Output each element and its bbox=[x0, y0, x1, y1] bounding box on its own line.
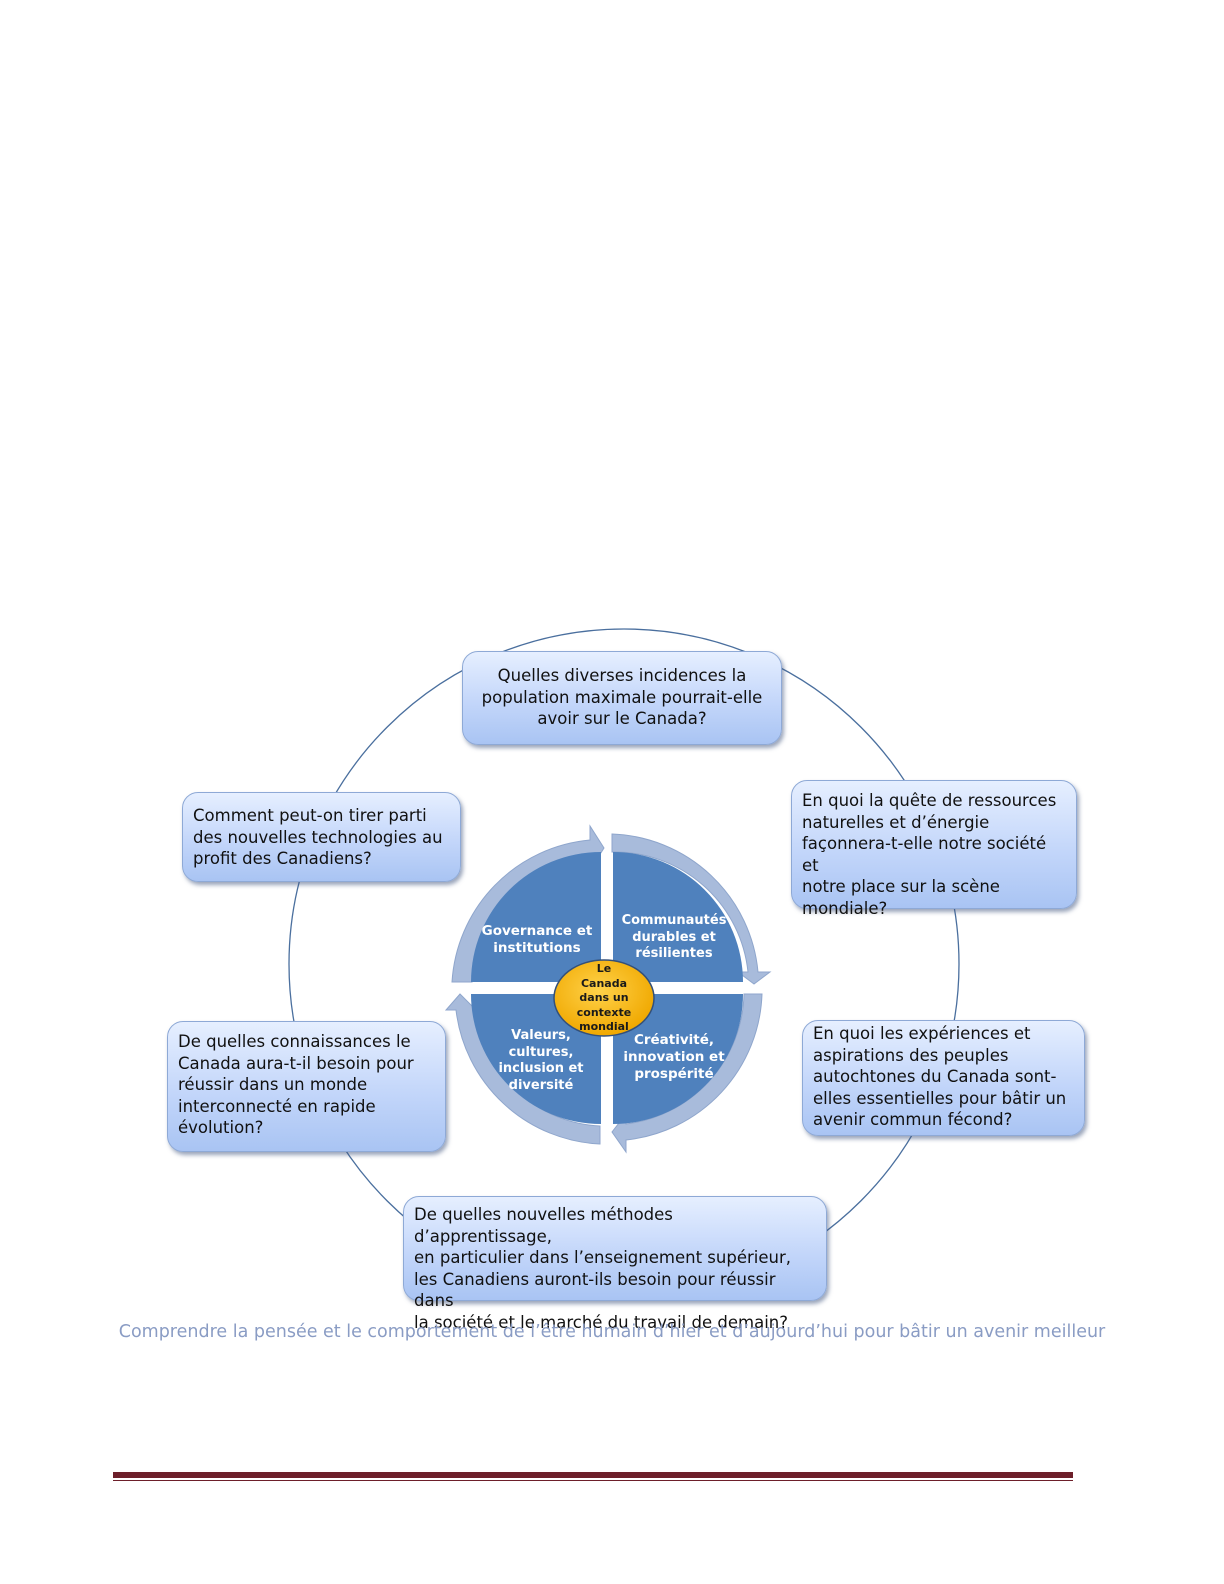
question-top-text: Quelles diverses incidences la populatio… bbox=[481, 666, 763, 728]
quadrant-bottom-right bbox=[613, 994, 743, 1124]
theme-creativity: Créativité, innovation et prospérité bbox=[623, 1032, 725, 1082]
quadrant-top-left bbox=[471, 852, 601, 982]
question-box-bottom: De quelles nouvelles méthodes d’apprenti… bbox=[403, 1196, 827, 1332]
quadrant-top-right bbox=[613, 852, 743, 982]
question-box-lower-left: De quelles connaissances le Canada aura-… bbox=[167, 1021, 446, 1152]
center-label: Le Canada dans un contexte mondial bbox=[576, 962, 632, 1033]
footer-rule bbox=[113, 1472, 1073, 1478]
question-bottom-text: De quelles nouvelles méthodes d’apprenti… bbox=[414, 1205, 791, 1332]
question-box-upper-left: Comment peut-on tirer parti des nouvelle… bbox=[182, 792, 461, 882]
question-box-top: Quelles diverses incidences la populatio… bbox=[462, 651, 782, 745]
question-lower-right-text: En quoi les expériences et aspirations d… bbox=[813, 1024, 1067, 1129]
question-lower-left-text: De quelles connaissances le Canada aura-… bbox=[178, 1032, 414, 1137]
arrow-ring bbox=[444, 824, 772, 1154]
question-box-lower-right: En quoi les expériences et aspirations d… bbox=[802, 1020, 1085, 1136]
theme-communities: Communautés durables et résilientes bbox=[621, 913, 727, 961]
arrow-top-right bbox=[611, 833, 772, 985]
question-box-upper-right: En quoi la quête de ressources naturelle… bbox=[791, 780, 1077, 918]
center-hub bbox=[553, 959, 655, 1037]
diagram-caption: Comprendre la pensée et le comportement … bbox=[118, 1322, 1106, 1342]
question-upper-left-text: Comment peut-on tirer parti des nouvelle… bbox=[193, 806, 443, 868]
footer-rule-thin bbox=[113, 1480, 1073, 1481]
theme-values: Valeurs, cultures, inclusion et diversit… bbox=[498, 1028, 584, 1093]
question-upper-right-text: En quoi la quête de ressources naturelle… bbox=[802, 791, 1057, 918]
quadrant-bottom-left bbox=[471, 994, 601, 1124]
quadrants bbox=[471, 852, 743, 1124]
theme-governance: Governance et institutions bbox=[481, 923, 593, 956]
